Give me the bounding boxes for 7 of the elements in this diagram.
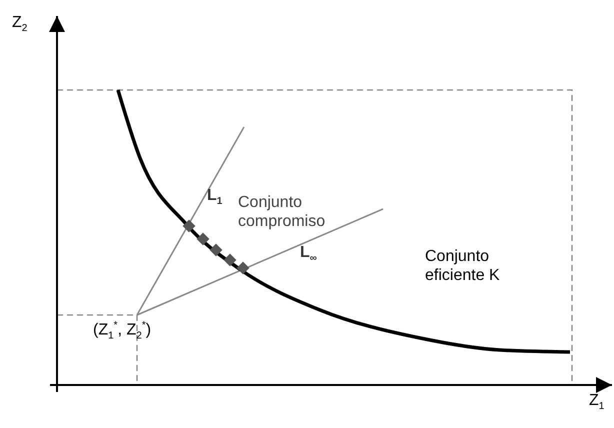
region-label: Conjunto compromiso [238, 193, 326, 231]
axis-label: Z$_{2}$ [12, 13, 28, 36]
line-label: L$_{∞}$ [300, 243, 317, 266]
line-label: L$_{1}$ [207, 186, 222, 210]
point-label: (Z$_{1}$$^{*}$, Z$_{2}$$^{*}$) [93, 319, 152, 344]
region-label: Conjunto eficiente K [425, 247, 501, 285]
axis-label: Z$_{1}$ [589, 391, 604, 414]
